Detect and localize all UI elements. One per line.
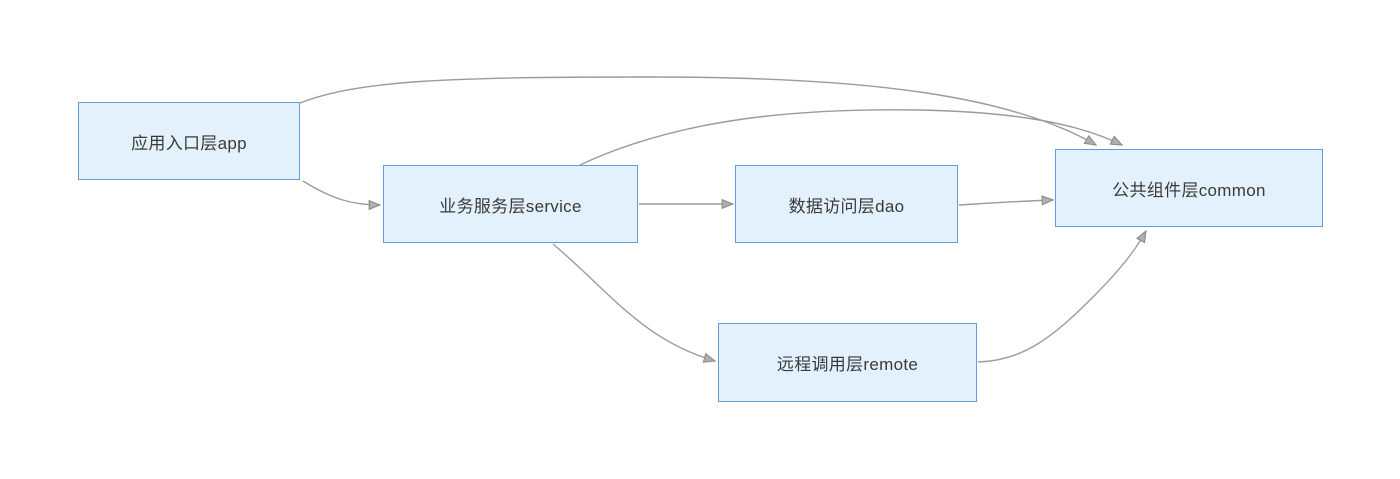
edge-remote-to-common: [977, 231, 1146, 363]
node-dao-label: 数据访问层dao: [788, 196, 905, 216]
node-service: 业务服务层service: [383, 165, 638, 243]
node-common-label: 公共组件层common: [1112, 180, 1266, 200]
node-remote-label: 远程调用层remote: [776, 355, 919, 374]
edge-service-to-remote: [552, 243, 715, 361]
edge-app-to-service: [302, 180, 380, 205]
node-common: 公共组件层common: [1055, 149, 1323, 227]
edge-app-to-common: [299, 76, 1096, 145]
edge-dao-to-common: [958, 200, 1053, 206]
node-service-label: 业务服务层service: [439, 196, 582, 216]
node-app-label: 应用入口层app: [131, 133, 247, 153]
node-dao: 数据访问层dao: [735, 165, 958, 243]
node-app: 应用入口层app: [78, 102, 300, 180]
node-remote: 远程调用层remote: [718, 323, 977, 402]
edge-service-to-common: [579, 109, 1122, 166]
